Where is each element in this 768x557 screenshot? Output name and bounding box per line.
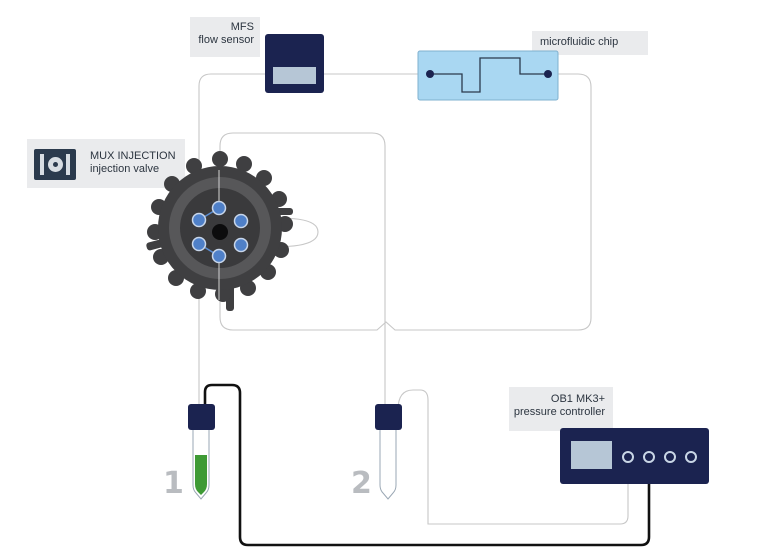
mfs-label: MFS flow sensor <box>190 17 260 57</box>
mux-label: MUX INJECTION injection valve <box>27 139 185 188</box>
valve-ports <box>191 200 249 264</box>
tube-2-number: 2 <box>351 466 372 501</box>
tube-1-number: 1 <box>163 466 184 501</box>
tubing-tube1-to-mfs <box>198 73 266 405</box>
mfs-label-subtitle: flow sensor <box>198 34 254 46</box>
chip-label-title: microfluidic chip <box>540 36 619 48</box>
mux-label-subtitle: injection valve <box>90 163 160 175</box>
tubing-tube1-pressure <box>203 383 651 547</box>
chip-label: microfluidic chip <box>532 31 648 55</box>
mfs-device-icon <box>265 34 324 93</box>
tubing-tube2-pressure <box>397 389 629 525</box>
ob1-label-subtitle: pressure controller <box>513 406 605 418</box>
microfluidic-chip-icon <box>417 50 559 101</box>
mfs-label-title: MFS <box>230 21 254 33</box>
mux-valve-icon <box>34 149 76 180</box>
mux-label-title: MUX INJECTION <box>90 150 176 162</box>
tubing-chip-return <box>219 73 592 405</box>
tube-1-icon <box>188 404 215 500</box>
ob1-device-icon <box>560 428 709 484</box>
ob1-label: OB1 MK3+ pressure controller <box>509 387 613 431</box>
tube-2-icon <box>375 404 402 500</box>
ob1-label-title: OB1 MK3+ <box>550 393 605 405</box>
mux-valve-body <box>146 151 293 311</box>
